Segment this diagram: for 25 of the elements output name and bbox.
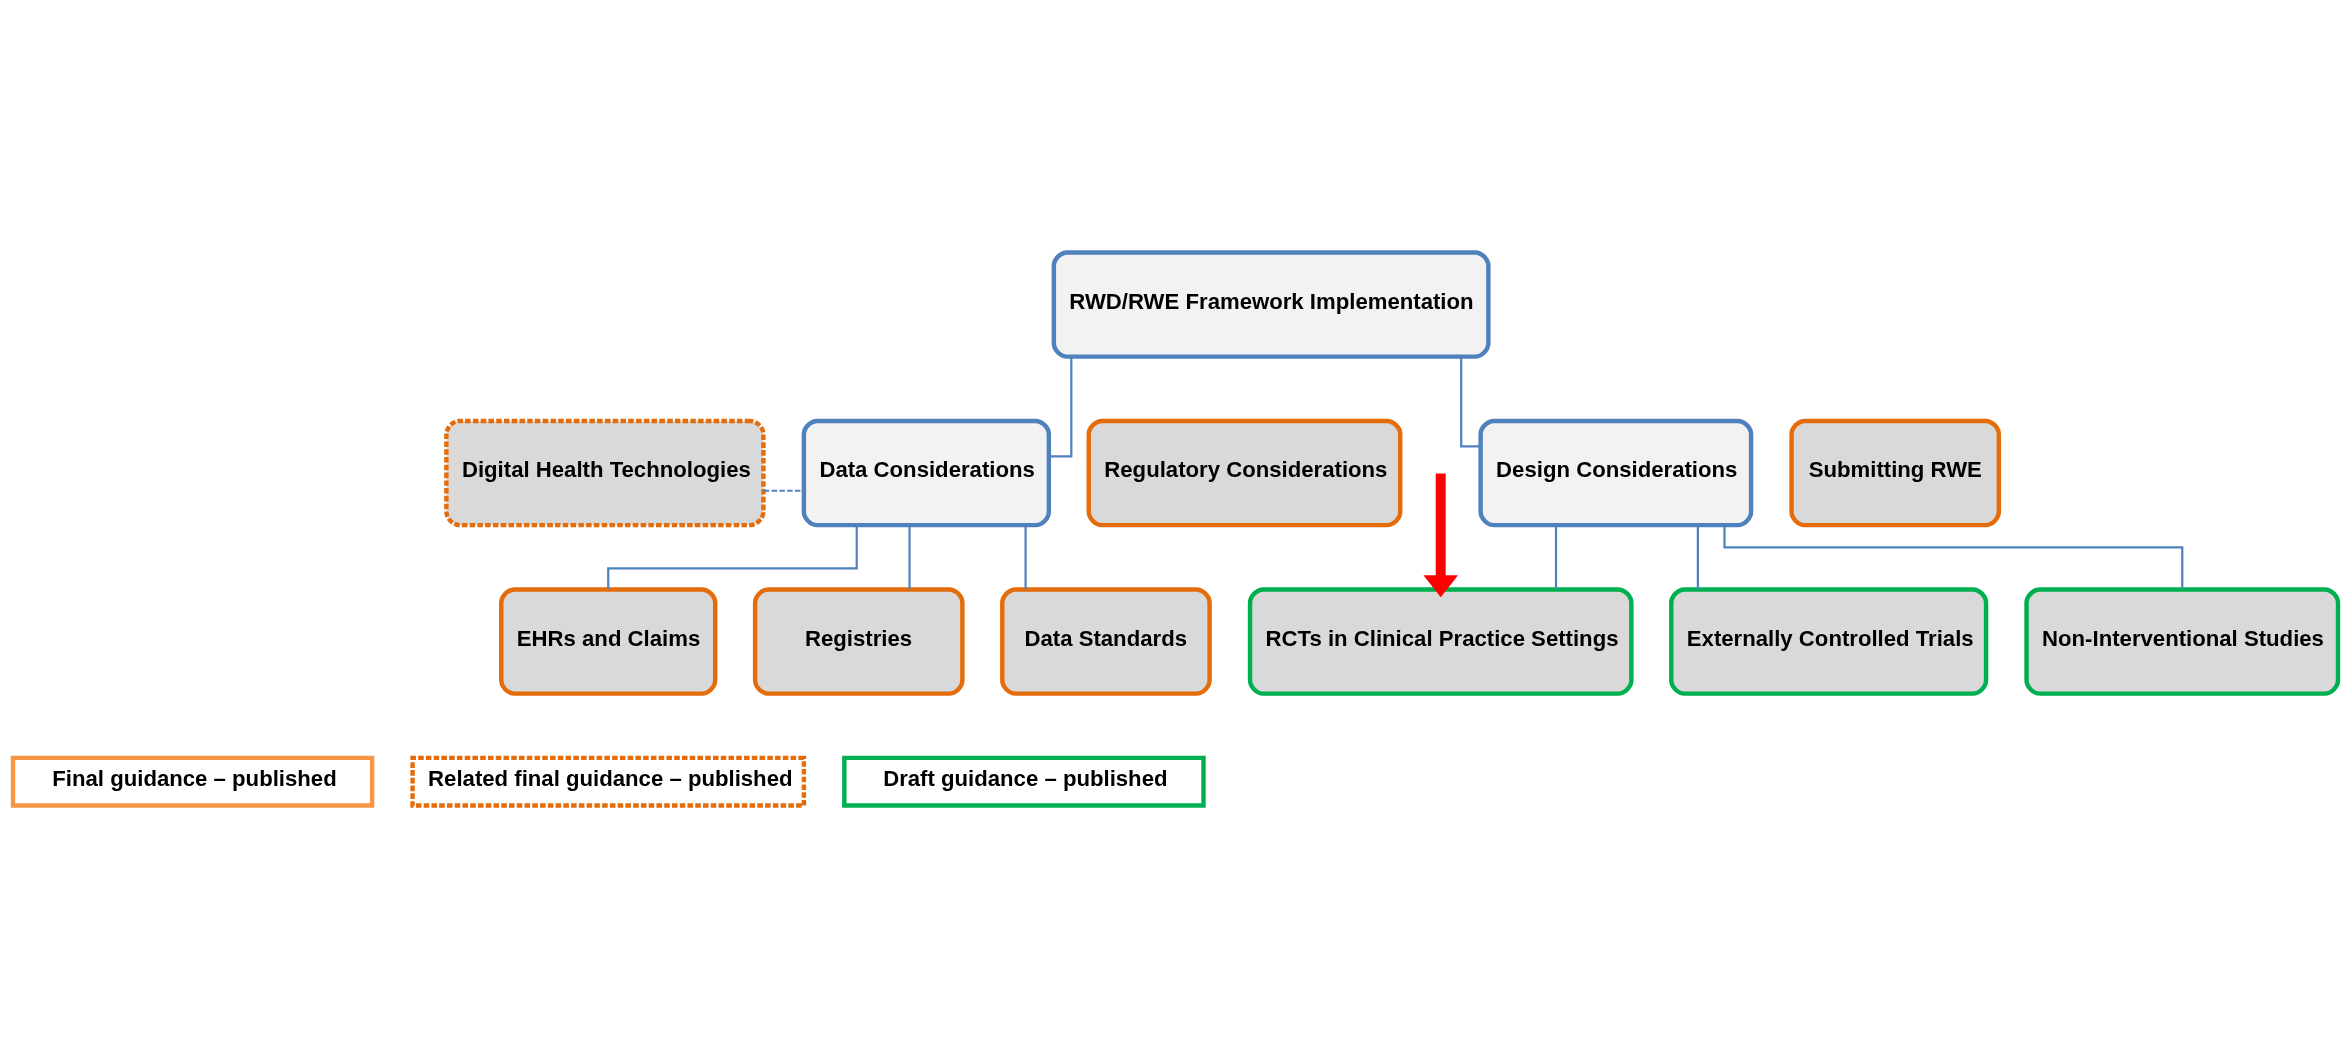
node-box: RWD/RWE Framework Implementation — [1051, 249, 1491, 359]
node-box: Registries — [752, 586, 965, 696]
node-box: Submitting RWE — [1789, 418, 2002, 527]
node-box: Externally Controlled Trials — [1669, 586, 1989, 696]
connector — [1024, 524, 1027, 589]
connector — [763, 489, 804, 492]
connector — [1723, 524, 2184, 589]
arrow — [1423, 473, 1458, 597]
node-box: Non-Interventional Studies — [2024, 586, 2341, 696]
node-box: EHRs and Claims — [499, 586, 718, 696]
connector — [1049, 356, 1073, 457]
legend-label: Final guidance – published — [52, 765, 337, 791]
connector — [908, 524, 911, 589]
connector — [607, 524, 858, 589]
node-box: Design Considerations — [1478, 418, 1754, 527]
node-box: RCTs in Clinical Practice Settings — [1247, 586, 1634, 696]
node-box: Digital Health Technologies — [444, 418, 766, 527]
node-box: Data Standards — [1000, 586, 1212, 696]
node-box: Regulatory Considerations — [1086, 418, 1403, 527]
legend-label: Related final guidance – published — [428, 765, 793, 791]
connector — [1696, 524, 1699, 589]
legend-label: Draft guidance – published — [883, 765, 1168, 791]
connector — [1460, 356, 1481, 448]
node-box: Data Considerations — [801, 418, 1052, 527]
connector — [1554, 524, 1558, 589]
